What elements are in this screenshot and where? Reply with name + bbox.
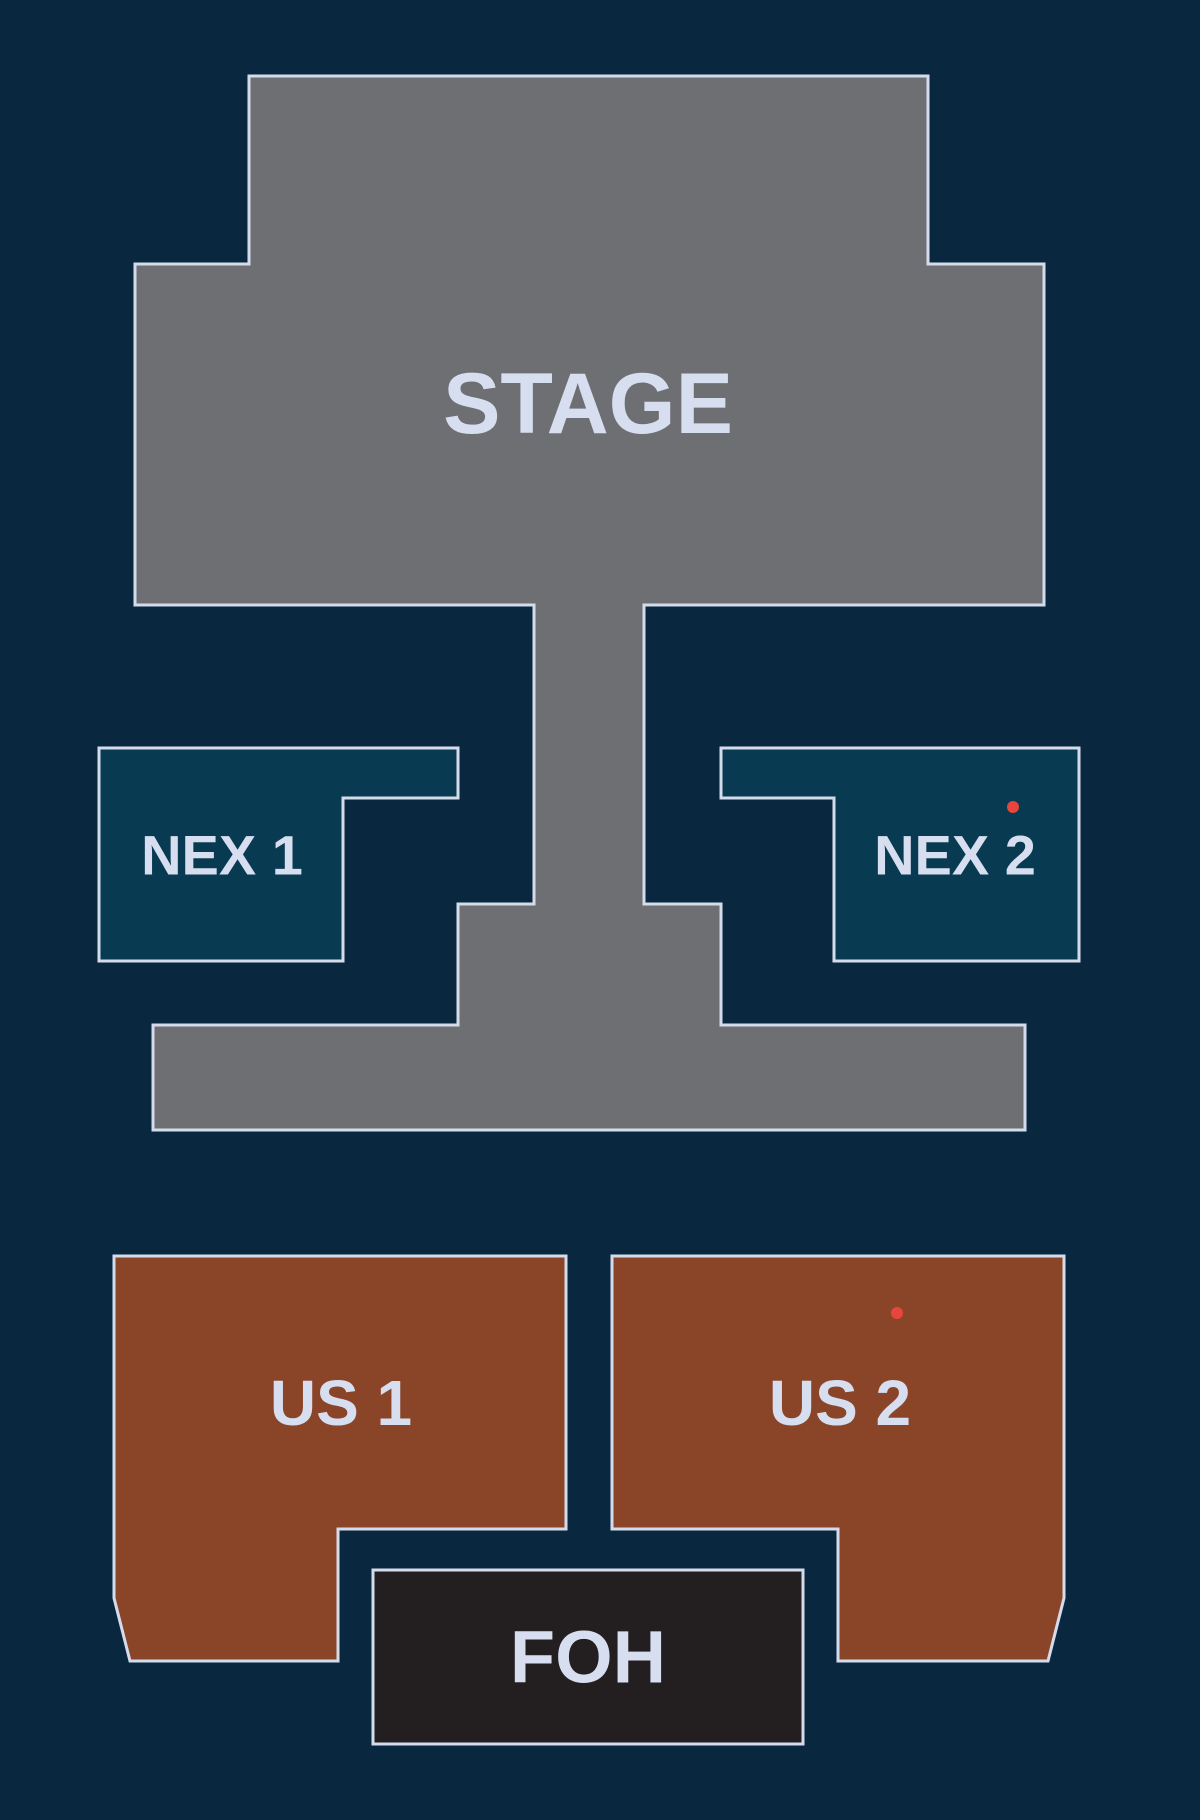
- us-2-shape[interactable]: [610, 1254, 1066, 1663]
- zone-foh[interactable]: FOH: [371, 1568, 805, 1746]
- nex-2-shape[interactable]: [719, 746, 1081, 963]
- nex-1-shape[interactable]: [97, 746, 460, 963]
- foh-shape[interactable]: [371, 1568, 805, 1746]
- stage-shape[interactable]: [133, 74, 1046, 1132]
- us-1-shape[interactable]: [112, 1254, 568, 1663]
